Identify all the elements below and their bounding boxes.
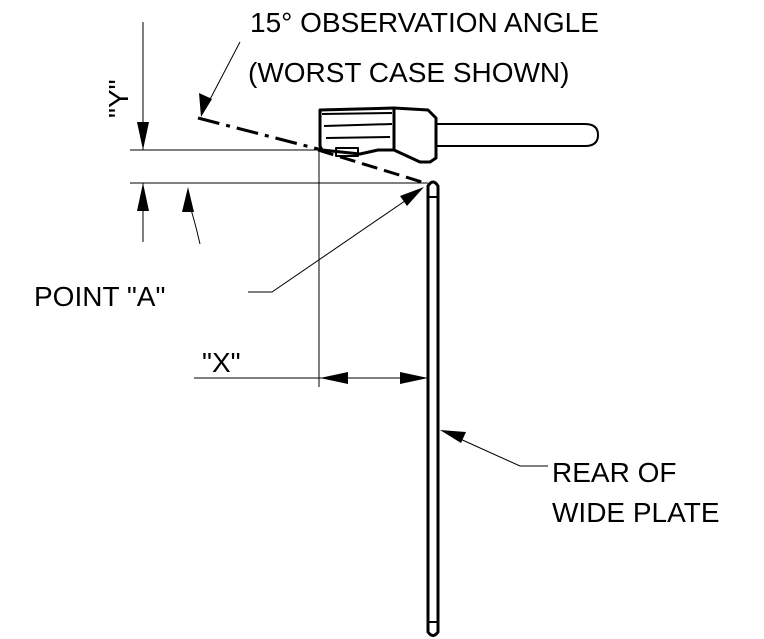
x-arrow-left-icon xyxy=(320,372,348,384)
observation-angle-label: 15° OBSERVATION ANGLE xyxy=(250,7,599,38)
angle-arrow-bottom-icon xyxy=(182,187,194,212)
observation-line-lower xyxy=(317,148,423,184)
angle-arrow-top-icon xyxy=(199,93,212,117)
connector-inner-line xyxy=(325,136,391,139)
connector-tab xyxy=(335,147,359,157)
point-a-arrow-icon xyxy=(400,187,424,206)
rear-plate-leader xyxy=(440,430,548,467)
wide-plate-label: WIDE PLATE xyxy=(552,497,720,528)
y-dimension xyxy=(130,22,428,242)
y-arrow-up-icon xyxy=(137,183,149,211)
point-a-leader xyxy=(248,187,424,293)
connector-boot xyxy=(392,106,438,164)
rear-plate-leader-line xyxy=(457,437,548,467)
x-dimension-label: "X" xyxy=(202,347,241,378)
connector-housing xyxy=(318,106,396,156)
observation-lines xyxy=(197,116,423,184)
cable xyxy=(436,123,599,147)
observation-line-upper xyxy=(197,116,323,152)
angle-leader-line xyxy=(205,41,241,108)
wide-plate xyxy=(426,180,440,637)
connector-body xyxy=(318,106,599,164)
worst-case-label: (WORST CASE SHOWN) xyxy=(248,57,569,88)
rear-of-plate-label: REAR OF xyxy=(552,457,676,488)
angle-indicator xyxy=(182,41,241,245)
connector-top-line xyxy=(321,112,393,115)
y-arrow-down-icon xyxy=(137,122,149,150)
x-dimension xyxy=(194,372,428,384)
y-dimension-label: "Y" xyxy=(103,79,134,118)
plate-outline xyxy=(426,180,440,637)
point-a-leader-line xyxy=(248,191,419,293)
x-arrow-right-icon xyxy=(400,372,428,384)
rear-plate-arrow-icon xyxy=(440,430,466,443)
connector-latch-line xyxy=(323,123,393,127)
point-a-label: POINT "A" xyxy=(34,281,165,312)
